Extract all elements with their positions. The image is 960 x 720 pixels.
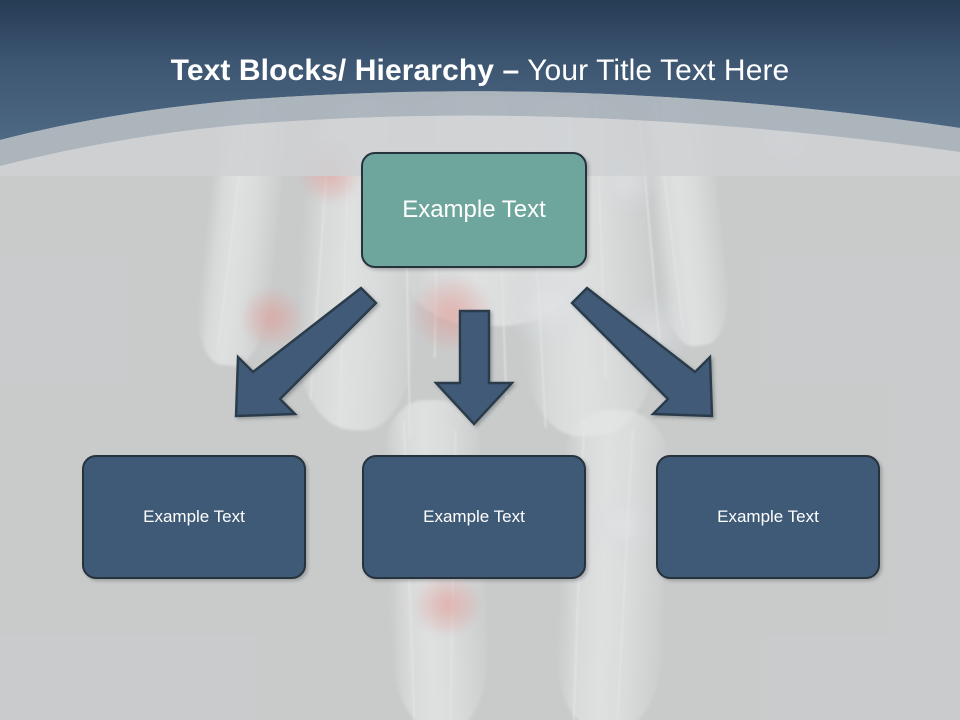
diagram-node-bottom-2[interactable]: Example Text (362, 455, 586, 579)
slide-header: Text Blocks/ Hierarchy – Your Title Text… (0, 0, 960, 176)
diagram-node-top[interactable]: Example Text (361, 152, 587, 268)
diagram-node-bottom-1-label: Example Text (143, 507, 245, 526)
diagram-node-bottom-3[interactable]: Example Text (656, 455, 880, 579)
diagram-node-bottom-2-label: Example Text (423, 507, 525, 526)
page-title-regular: Your Title Text Here (519, 54, 790, 87)
header-arc-lower (0, 115, 960, 176)
diagram-node-top-label: Example Text (402, 196, 546, 223)
page-title-bold: Text Blocks/ Hierarchy – (170, 54, 520, 87)
diagram-node-bottom-1[interactable]: Example Text (82, 455, 306, 579)
diagram-node-bottom-3-label: Example Text (717, 507, 819, 526)
header-arc-band (0, 91, 960, 166)
header-gradient-band (0, 0, 960, 140)
page-title: Text Blocks/ Hierarchy – Your Title Text… (0, 52, 960, 90)
header-shape (0, 0, 960, 176)
